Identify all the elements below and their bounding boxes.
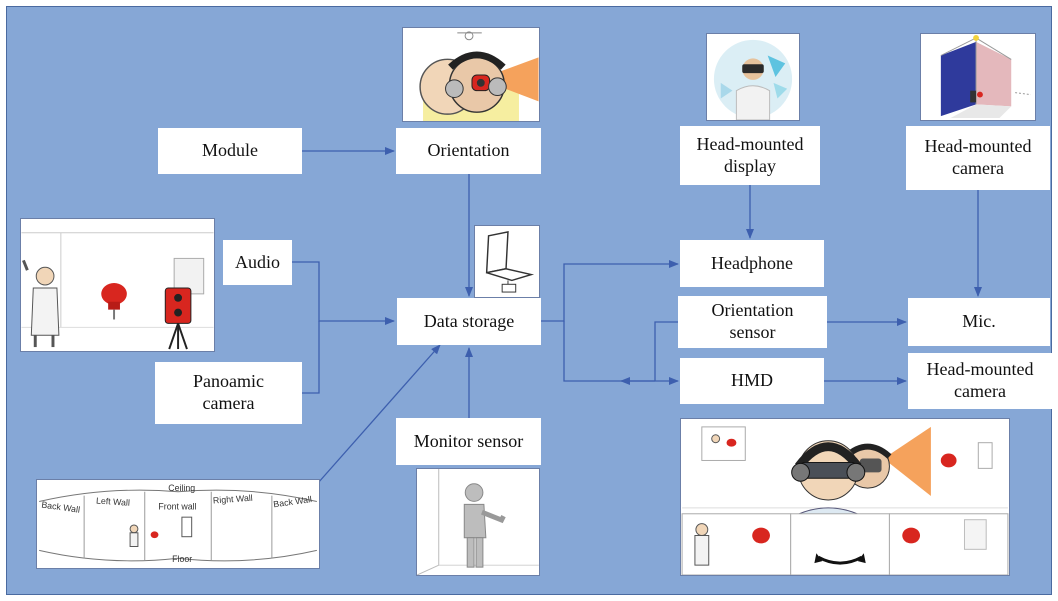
label-ceiling: Ceiling [168, 483, 195, 493]
edge-orientsensor-loop [654, 321, 678, 381]
edge-storage-headphone [541, 260, 679, 322]
node-module: Module [158, 128, 302, 174]
node-panoramic-camera: Panoamic camera [155, 362, 302, 424]
label-front-wall: Front wall [158, 501, 196, 511]
label-floor: Floor [172, 554, 192, 564]
vr-headset-user-icon [706, 33, 800, 121]
node-data-storage: Data storage [397, 298, 541, 345]
panorama-room-map-icon: Ceiling Back Wall Left Wall Front wall R… [36, 479, 320, 569]
node-audio: Audio [223, 240, 292, 285]
node-head-mounted-camera-top: Head-mounted camera [906, 126, 1050, 190]
recording-room-icon [20, 218, 215, 352]
node-head-mounted-display: Head-mounted display [680, 126, 820, 185]
vr-viewing-scene-icon [680, 418, 1010, 576]
edge-roommap-storage [317, 344, 441, 484]
node-monitor-sensor: Monitor sensor [396, 418, 541, 465]
head-orientation-icon [402, 27, 540, 122]
edge-audio-storage [292, 261, 395, 325]
node-orientation-sensor: Orientation sensor [678, 296, 827, 348]
node-mic: Mic. [908, 298, 1050, 346]
edge-storage-hmd [563, 321, 679, 385]
node-head-mounted-camera-bottom: Head-mounted camera [908, 353, 1052, 409]
edge-panoramic-storage [302, 321, 320, 394]
standing-person-icon [416, 468, 540, 576]
node-hmd: HMD [680, 358, 824, 404]
laptop-storage-icon [474, 225, 540, 298]
node-orientation: Orientation [396, 128, 541, 174]
label-right-wall: Right Wall [213, 493, 253, 506]
camera-projection-icon [920, 33, 1036, 121]
node-headphone: Headphone [680, 240, 824, 287]
label-left-wall: Left Wall [96, 495, 131, 507]
